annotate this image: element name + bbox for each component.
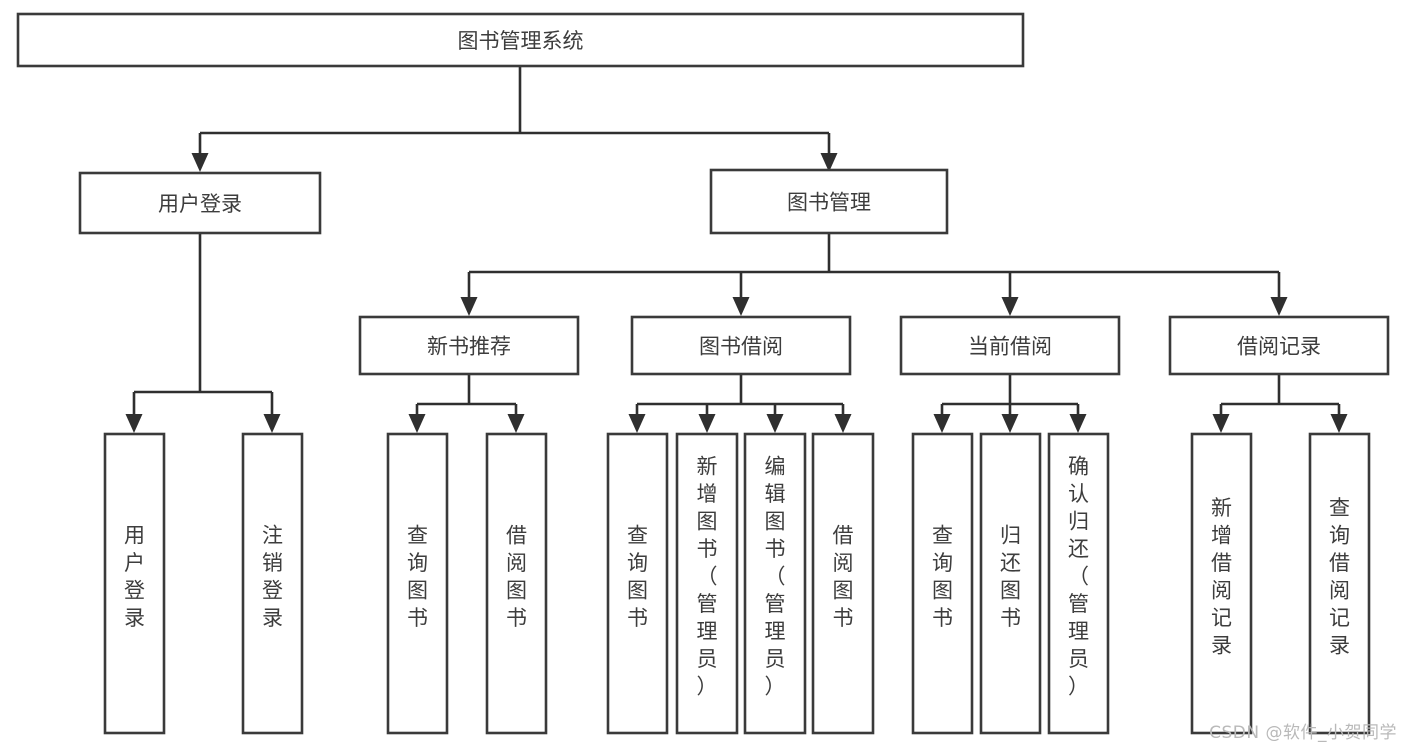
- node-label: 新增图书（管理员）: [697, 455, 718, 699]
- node-leaf-leaf-edit-book-admin[interactable]: 编辑图书（管理员）: [743, 432, 807, 735]
- node-leaf-leaf-borrow-book[interactable]: 借阅图书: [811, 432, 875, 735]
- connector-group-user-login-to-leaves: [132, 233, 274, 417]
- node-label: 用户登录: [124, 523, 145, 630]
- node-l2-book-management[interactable]: 图书管理: [709, 168, 949, 235]
- node-label: 查询借阅记录: [1329, 496, 1350, 658]
- node-label: 借阅记录: [1237, 335, 1321, 359]
- arrow-head-icon: [933, 414, 951, 433]
- node-leaf-leaf-query-book-borrow[interactable]: 查询图书: [606, 432, 669, 735]
- node-leaf-leaf-add-book-admin[interactable]: 新增图书（管理员）: [675, 432, 739, 735]
- arrow-head-icon: [698, 414, 716, 433]
- node-label: 借阅图书: [833, 523, 854, 630]
- node-l3-current-borrow[interactable]: 当前借阅: [899, 315, 1121, 376]
- node-l3-borrow-record[interactable]: 借阅记录: [1168, 315, 1390, 376]
- node-label: 注销登录: [262, 523, 283, 630]
- node-leaf-leaf-logout-login[interactable]: 注销登录: [241, 432, 304, 735]
- node-leaf-leaf-borrow-book-recommend[interactable]: 借阅图书: [485, 432, 548, 735]
- connector-layer: [125, 66, 1348, 433]
- connector-group-new-book-recommend-to-leaves: [415, 374, 518, 417]
- csdn-watermark: CSDN @软件_小贺同学: [1209, 723, 1397, 743]
- node-leaf-leaf-add-borrow-record[interactable]: 新增借阅记录: [1190, 432, 1253, 735]
- node-box[interactable]: [911, 432, 974, 735]
- node-label: 确认归还（管理员）: [1068, 455, 1089, 699]
- node-box[interactable]: [811, 432, 875, 735]
- arrow-head-icon: [408, 414, 426, 433]
- node-layer: 图书管理系统用户登录图书管理新书推荐图书借阅当前借阅借阅记录用户登录注销登录查询…: [16, 12, 1390, 735]
- node-label: 新增借阅记录: [1211, 496, 1232, 658]
- node-leaf-leaf-confirm-return-admin[interactable]: 确认归还（管理员）: [1047, 432, 1110, 735]
- node-box[interactable]: [743, 432, 807, 735]
- node-box[interactable]: [979, 432, 1042, 735]
- node-label: 图书管理系统: [458, 29, 584, 53]
- node-leaf-leaf-query-borrow-record[interactable]: 查询借阅记录: [1308, 432, 1371, 735]
- node-box[interactable]: [485, 432, 548, 735]
- node-l3-book-borrow[interactable]: 图书借阅: [630, 315, 852, 376]
- node-label: 查询图书: [627, 523, 648, 630]
- node-box[interactable]: [630, 315, 852, 376]
- node-label: 归还图书: [1000, 523, 1021, 630]
- arrow-head-icon: [628, 414, 646, 433]
- node-box[interactable]: [606, 432, 669, 735]
- arrow-head-icon: [460, 297, 478, 316]
- node-label: 编辑图书（管理员）: [765, 455, 786, 699]
- node-box[interactable]: [1168, 315, 1390, 376]
- node-leaf-leaf-user-login[interactable]: 用户登录: [103, 432, 166, 735]
- node-label: 新书推荐: [427, 335, 511, 359]
- node-box[interactable]: [709, 168, 949, 235]
- connector-group-book-management-to-level3: [467, 233, 1281, 300]
- arrow-head-icon: [1270, 297, 1288, 316]
- arrow-head-icon: [263, 414, 281, 433]
- node-box[interactable]: [103, 432, 166, 735]
- node-label: 用户登录: [158, 192, 242, 216]
- node-box[interactable]: [16, 12, 1025, 68]
- node-box[interactable]: [899, 315, 1121, 376]
- arrow-head-icon: [1330, 414, 1348, 433]
- arrow-head-icon: [834, 414, 852, 433]
- node-l3-new-book-recommend[interactable]: 新书推荐: [358, 315, 580, 376]
- connector-group-borrow-record-to-leaves: [1219, 374, 1341, 417]
- arrow-head-icon: [732, 297, 750, 316]
- node-box[interactable]: [1047, 432, 1110, 735]
- node-leaf-leaf-return-book[interactable]: 归还图书: [979, 432, 1042, 735]
- connector-group-book-borrow-to-leaves: [635, 374, 845, 417]
- node-label: 图书借阅: [699, 335, 783, 359]
- node-leaf-leaf-query-book-recommend[interactable]: 查询图书: [386, 432, 449, 735]
- arrow-head-icon: [1212, 414, 1230, 433]
- node-box[interactable]: [1190, 432, 1253, 735]
- node-box[interactable]: [675, 432, 739, 735]
- arrow-head-icon: [1001, 414, 1019, 433]
- node-root-root[interactable]: 图书管理系统: [16, 12, 1025, 68]
- arrow-head-icon: [766, 414, 784, 433]
- node-box[interactable]: [78, 171, 322, 235]
- node-label: 借阅图书: [506, 523, 527, 630]
- arrow-head-icon: [191, 153, 209, 172]
- arrow-head-icon: [1069, 414, 1087, 433]
- node-box[interactable]: [1308, 432, 1371, 735]
- connector-group-current-borrow-to-leaves: [940, 374, 1080, 417]
- arrow-head-icon: [125, 414, 143, 433]
- node-label: 查询图书: [407, 523, 428, 630]
- arrow-head-icon: [507, 414, 525, 433]
- node-box[interactable]: [358, 315, 580, 376]
- node-label: 图书管理: [787, 191, 871, 215]
- arrow-head-icon: [820, 153, 838, 172]
- node-leaf-leaf-query-book-current[interactable]: 查询图书: [911, 432, 974, 735]
- connector-group-root-to-level2: [198, 66, 831, 156]
- arrow-head-icon: [1001, 297, 1019, 316]
- node-label: 当前借阅: [968, 335, 1052, 359]
- node-l2-user-login[interactable]: 用户登录: [78, 171, 322, 235]
- node-box[interactable]: [241, 432, 304, 735]
- node-box[interactable]: [386, 432, 449, 735]
- node-label: 查询图书: [932, 523, 953, 630]
